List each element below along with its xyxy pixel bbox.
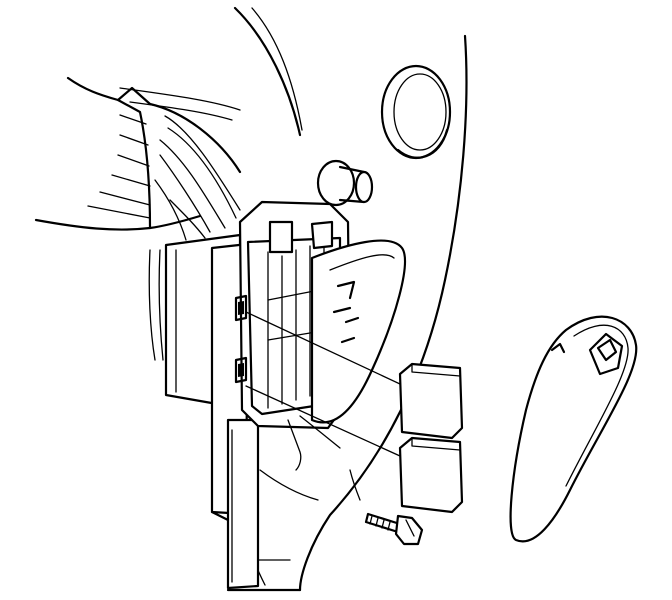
leader-lines — [245, 311, 401, 457]
relay-upper[interactable] — [398, 362, 464, 440]
fuse-block-bracket — [259, 415, 361, 501]
locating-pin — [316, 159, 374, 207]
wiring-harness — [34, 76, 242, 361]
relay-block — [310, 239, 406, 424]
access-cover[interactable] — [509, 315, 638, 543]
panel-plug — [380, 64, 452, 160]
relay-lower[interactable] — [398, 436, 464, 514]
mounting-bolt[interactable] — [364, 512, 424, 546]
